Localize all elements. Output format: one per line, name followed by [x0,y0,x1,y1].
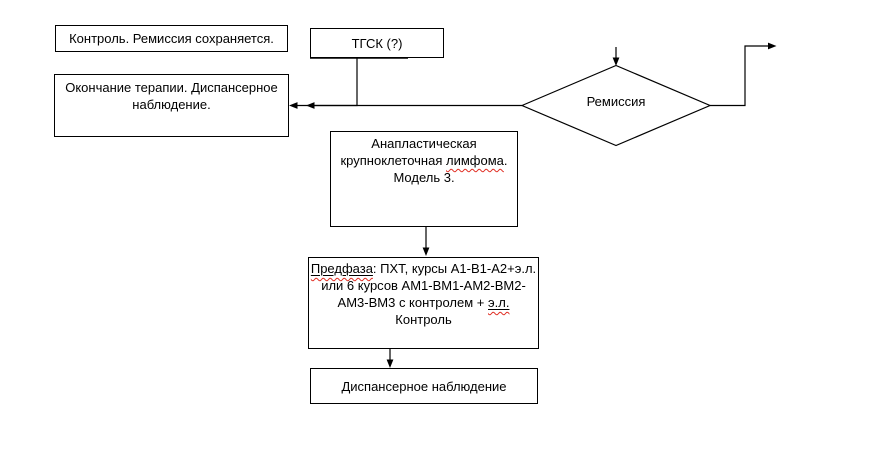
text-segment: ТГСК (?) [351,35,403,51]
text-segment: . [503,153,508,168]
arrowhead-right-icon [768,42,777,50]
text-segment: : ПХТ, курсы А1-В1-А2+э.л. [372,261,537,276]
text-segment: Анапластическая [371,136,477,151]
text-segment: АМ3-ВМ3 с контролем + [337,295,488,310]
node-tgsk[interactable]: ТГСК (?) [310,28,444,58]
arrowhead-down-icon [386,359,394,368]
node-text-line: Контроль. Ремиссия сохраняется. [69,30,274,47]
text-segment: крупноклеточная [340,153,446,168]
text-segment: наблюдение. [132,97,211,112]
arrowhead-down-icon [422,247,430,256]
text-segment: Модель 3. [393,170,455,185]
node-text-line: наблюдение. [55,96,288,113]
node-prephase[interactable]: Предфаза: ПХТ, курсы А1-В1-А2+э.л.или 6 … [308,257,539,349]
edge-remission-exit-right [710,45,768,107]
arrowhead-left-icon [306,102,315,109]
text-segment: Окончание терапии. Диспансерное [65,80,278,95]
node-text-line: или 6 курсов АМ1-ВМ1-АМ2-ВМ2- [309,277,538,294]
text-segment: Диспансерное наблюдение [341,378,507,394]
text-segment: или 6 курсов АМ1-ВМ1-АМ2-ВМ2- [321,278,526,293]
misspelled-underlined-text: э.л. [488,295,510,310]
node-text-line: Модель 3. [331,169,517,186]
node-text-line: АМ3-ВМ3 с контролем + э.л. [309,294,538,311]
node-text-line: Окончание терапии. Диспансерное [55,79,288,96]
node-text-line: ТГСК (?) [352,35,403,52]
node-text-line: Анапластическая [331,135,517,152]
node-control-remission[interactable]: Контроль. Ремиссия сохраняется. [55,25,288,52]
text-segment: Контроль. Ремиссия сохраняется. [69,31,274,46]
node-text-line: крупноклеточная лимфома. [331,152,517,169]
node-text-line: Предфаза: ПХТ, курсы А1-В1-А2+э.л. [309,260,538,277]
node-dispensary[interactable]: Диспансерное наблюдение [310,368,538,404]
misspelled-text: лимфома [446,153,504,168]
text-segment: Предфаза [311,261,373,276]
misspelled-underlined-text: Предфаза [310,261,373,276]
node-text-line: Контроль [309,311,538,328]
text-segment: э.л. [488,295,509,310]
text-segment: Контроль [395,312,452,327]
node-text-line: Диспансерное наблюдение [341,378,506,395]
node-end-therapy[interactable]: Окончание терапии. Диспансерное наблюдени… [54,74,289,137]
arrowhead-down-icon [612,57,620,66]
edge-tgsk-to-end-therapy [314,57,358,107]
node-remission-label: Ремиссия [586,94,646,109]
arrowhead-left-icon [289,102,298,109]
